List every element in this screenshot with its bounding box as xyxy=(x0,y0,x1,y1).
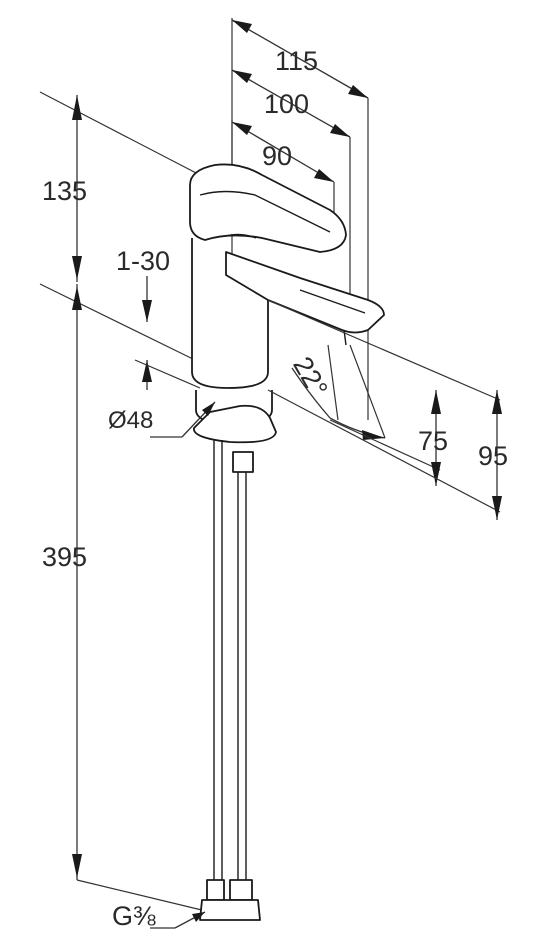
label-90: 90 xyxy=(262,141,292,171)
hose-connector xyxy=(232,451,254,473)
label-1-30: 1-30 xyxy=(116,246,170,276)
hose-end-left xyxy=(206,879,225,901)
label-95: 95 xyxy=(478,441,508,471)
dimension-95: 95 xyxy=(267,389,508,520)
faucet-body xyxy=(189,163,385,444)
dimension-395: 395 xyxy=(39,283,211,913)
supply-hoses xyxy=(199,440,261,921)
label-100: 100 xyxy=(264,89,309,119)
label-75: 75 xyxy=(418,426,448,456)
label-395: 395 xyxy=(42,542,87,572)
dimension-135: 135 xyxy=(39,91,201,282)
label-diameter-48: Ø48 xyxy=(108,407,153,434)
dimension-1-30: 1-30 xyxy=(116,246,201,390)
thread-nut xyxy=(199,899,261,921)
label-115: 115 xyxy=(275,46,318,76)
dimension-90: 90 xyxy=(231,121,335,235)
dimension-75: 75 xyxy=(267,299,501,486)
dimension-diameter-48: Ø48 xyxy=(108,401,216,438)
label-thread: G⅜ xyxy=(112,901,156,931)
thread-label-group: G⅜ xyxy=(112,901,206,931)
label-angle-22: 22° xyxy=(287,352,333,402)
label-135: 135 xyxy=(42,176,87,206)
hose-end-right xyxy=(229,879,253,901)
